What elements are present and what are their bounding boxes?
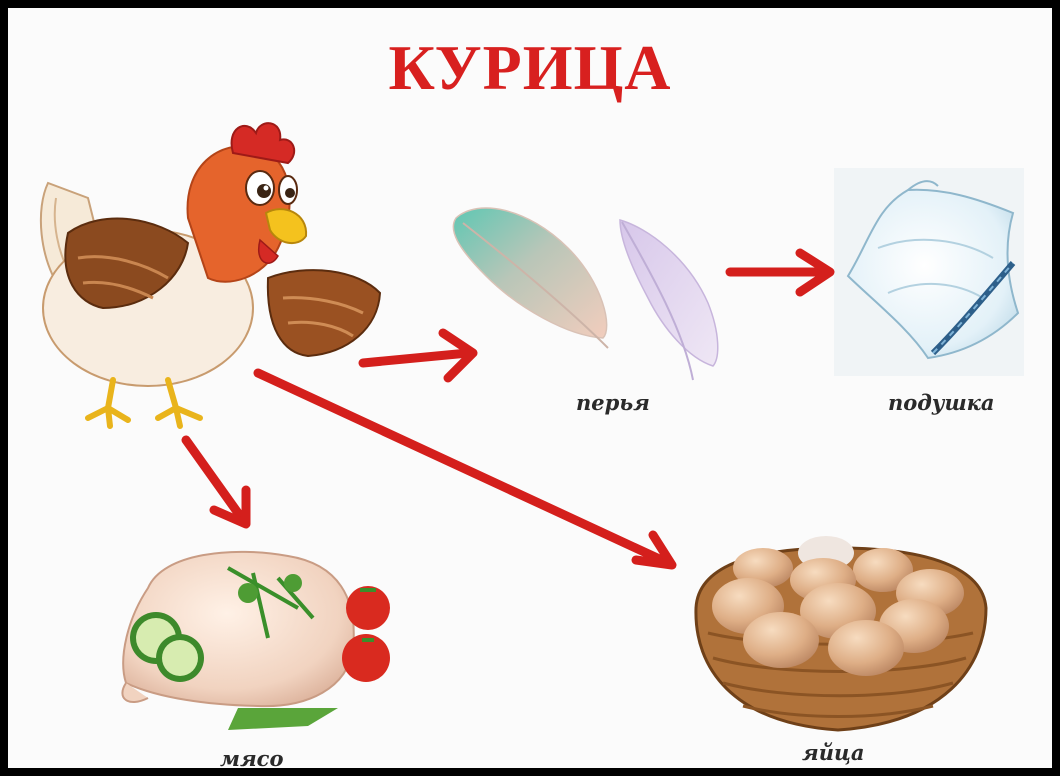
meat-icon	[122, 552, 390, 730]
arrow-hen-to-meat	[186, 440, 246, 524]
label-pillow: подушка	[888, 392, 994, 413]
pillow-icon	[834, 168, 1024, 376]
arrow-hen-to-feathers	[363, 333, 473, 378]
feathers-icon	[453, 208, 717, 380]
egg-basket-icon	[696, 536, 986, 730]
label-feathers: перья	[576, 392, 650, 413]
label-meat: мясо	[220, 748, 283, 768]
hen-icon	[41, 123, 380, 426]
arrow-feathers-to-pillow	[730, 253, 830, 292]
diagram-canvas	[8, 8, 1052, 768]
diagram-frame: КУРИЦА	[8, 8, 1052, 768]
label-eggs: яйца	[802, 742, 864, 763]
